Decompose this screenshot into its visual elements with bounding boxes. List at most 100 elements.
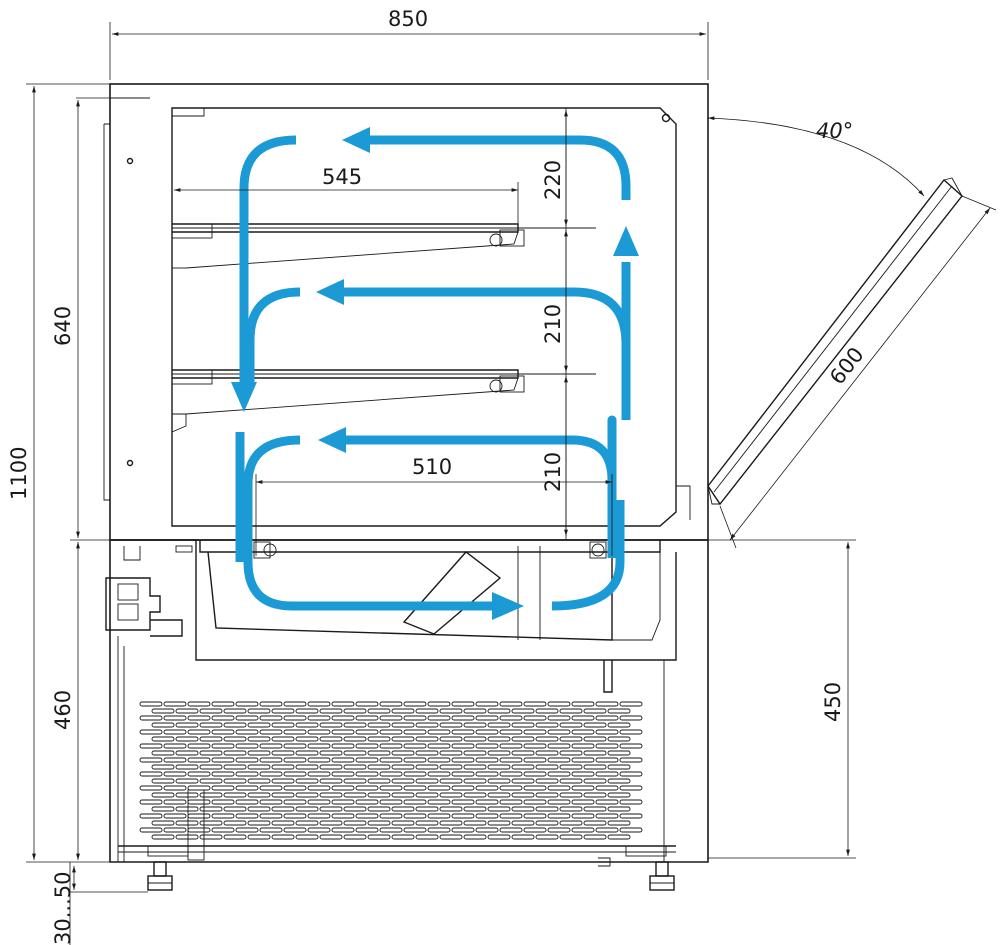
vent-slot [499,757,523,763]
vent-slot [523,799,547,805]
vent-slot [391,708,415,714]
dim-angle: 40° [816,119,853,143]
vent-slot [367,736,391,742]
vent-slot [463,736,487,742]
vent-slot [487,750,511,756]
vent-slot [319,750,343,756]
vent-slot [391,764,415,770]
vent-slot [535,750,559,756]
vent-slot [151,708,175,714]
vent-slot [187,701,211,707]
vent-slot [343,834,367,840]
dim-545: 545 [322,165,362,189]
middle-shelf [171,369,596,433]
vent-slot [187,813,211,819]
vent-slot [583,778,607,784]
vent-slot [331,757,355,763]
vent-slot [451,729,475,735]
ventilation-grille [139,701,643,840]
vent-slot [511,764,535,770]
dimension-lines [26,22,997,945]
vent-slot [535,708,559,714]
vent-slot [343,764,367,770]
vent-slot [175,792,199,798]
dim-210-mid: 210 [541,304,565,344]
vent-slot [475,771,499,777]
vent-slot [391,736,415,742]
vent-slot [331,827,355,833]
vent-slot [463,722,487,728]
dim-1100: 1100 [7,447,31,500]
vent-slot [283,715,307,721]
vent-slot [451,743,475,749]
vent-slot [247,792,271,798]
vent-slot [547,701,571,707]
vent-slot [451,701,475,707]
vent-slot [283,743,307,749]
vent-slot [223,708,247,714]
vent-slot [607,806,631,812]
vent-slot [571,799,595,805]
vent-slot [247,736,271,742]
vent-slot [559,736,583,742]
vent-slot [595,813,619,819]
vent-slot [223,736,247,742]
vent-slot [367,834,391,840]
vent-slot [295,736,319,742]
vent-slot [535,792,559,798]
vent-slot [367,750,391,756]
vent-slot [523,757,547,763]
vent-slot [427,771,451,777]
vent-slot [523,729,547,735]
vent-slot [343,750,367,756]
vent-slot [523,715,547,721]
vent-slot [619,771,643,777]
vent-slot [139,771,163,777]
vent-slot [331,729,355,735]
vent-slot [403,729,427,735]
vent-slot [199,750,223,756]
vent-slot [403,827,427,833]
vent-slot [547,743,571,749]
vent-slot [391,820,415,826]
vent-slot [367,722,391,728]
vent-slot [199,792,223,798]
vent-slot [211,729,235,735]
vent-slot [523,743,547,749]
vent-slot [475,757,499,763]
vent-slot [595,757,619,763]
vent-slot [223,820,247,826]
vent-slot [523,701,547,707]
vent-slot [163,771,187,777]
vent-slot [331,785,355,791]
vent-slot [427,757,451,763]
vent-slot [559,806,583,812]
dim-640: 640 [51,306,75,346]
vent-slot [523,827,547,833]
vent-slot [259,827,283,833]
vent-slot [343,778,367,784]
vent-slot [535,778,559,784]
vent-slot [259,715,283,721]
vent-slot [199,708,223,714]
vent-slot [571,715,595,721]
vent-slot [271,750,295,756]
vent-slot [355,757,379,763]
vent-slot [343,736,367,742]
vent-slot [379,785,403,791]
vent-slot [211,715,235,721]
vent-slot [499,743,523,749]
vent-slot [139,813,163,819]
vent-slot [163,743,187,749]
vent-slot [187,743,211,749]
vent-slot [331,799,355,805]
vent-slot [415,778,439,784]
vent-slot [595,701,619,707]
vent-slot [355,785,379,791]
vent-slot [319,820,343,826]
vent-slot [331,813,355,819]
vent-slot [307,757,331,763]
vent-slot [211,799,235,805]
vent-slot [475,701,499,707]
dim-450: 450 [821,682,845,722]
